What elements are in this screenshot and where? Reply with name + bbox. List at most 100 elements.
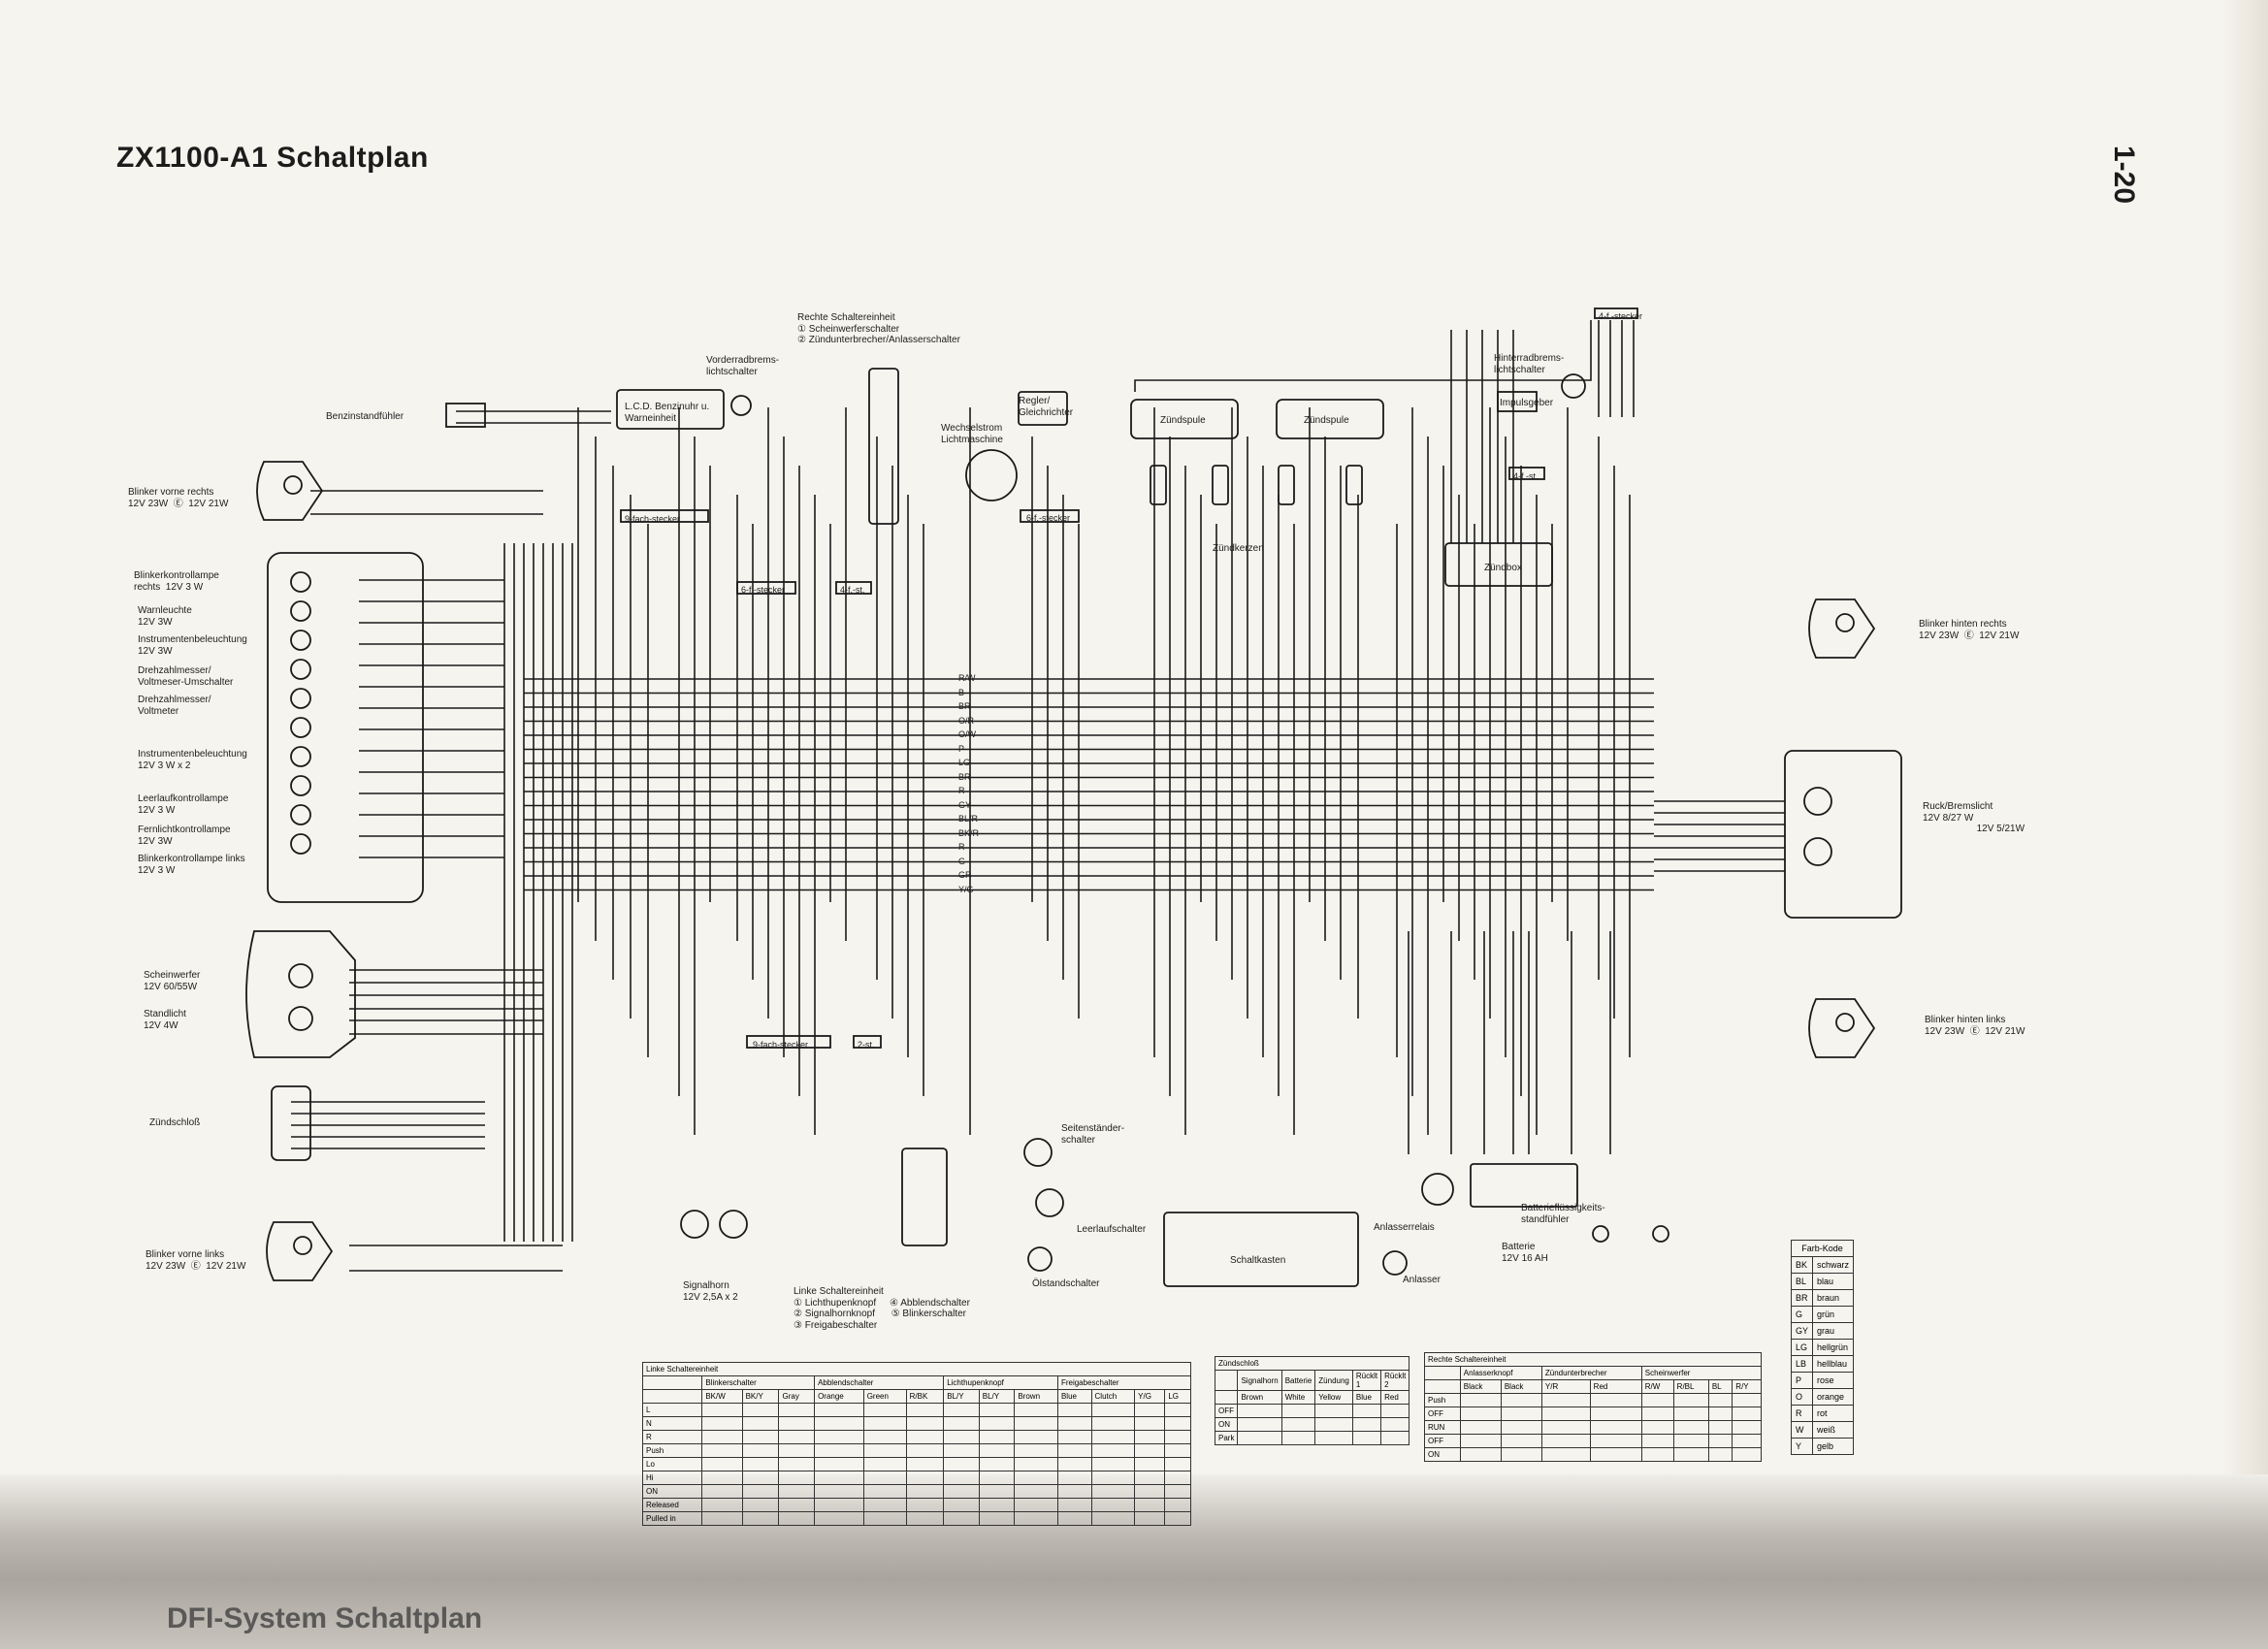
switch-column-label: LG bbox=[1164, 1389, 1191, 1404]
switch-column-label: Zündung bbox=[1314, 1370, 1353, 1391]
indicator-bulb bbox=[290, 571, 311, 593]
bus-wire-label: BR bbox=[958, 701, 971, 711]
switch-cell bbox=[1164, 1471, 1191, 1485]
switch-cell bbox=[1134, 1511, 1166, 1526]
battery-label: Batterie 12V 16 AH bbox=[1502, 1242, 1548, 1264]
switch-column-label: R/BL bbox=[1672, 1379, 1709, 1394]
headlight-bulb bbox=[288, 963, 313, 988]
switch-cell bbox=[1540, 1406, 1591, 1421]
switch-cell bbox=[943, 1484, 980, 1499]
switch-cell bbox=[1090, 1471, 1136, 1485]
left-switch-unit-label: Linke Schaltereinheit ① Lichthupenknopf … bbox=[794, 1286, 970, 1331]
bus-wire-label: B bbox=[958, 687, 965, 697]
instrument-light-label: Instrumentenbeleuchtung 12V 3W bbox=[138, 634, 247, 657]
front-left-turn-signal-bulb bbox=[293, 1236, 312, 1255]
bus-wire-label: O/W bbox=[958, 729, 976, 739]
switch-column-label: Blue bbox=[1056, 1389, 1092, 1404]
headlight-housing bbox=[245, 930, 356, 1058]
spark-plug-2 bbox=[1212, 465, 1229, 505]
switch-table-corner bbox=[1214, 1370, 1239, 1391]
front-brake-switch-label: Vorderradbrems- lichtschalter bbox=[706, 355, 780, 377]
switch-cell bbox=[1351, 1431, 1382, 1445]
bus-wire-label: GY bbox=[958, 799, 972, 810]
color-abbrev: P bbox=[1790, 1372, 1814, 1389]
switch-cell bbox=[1056, 1498, 1092, 1512]
switch-cell bbox=[1589, 1393, 1642, 1407]
switch-column-label: Brown bbox=[1014, 1389, 1058, 1404]
switch-cell bbox=[814, 1498, 864, 1512]
ignition-coil-2-label: Zündspule bbox=[1304, 415, 1349, 426]
switch-cell bbox=[701, 1443, 743, 1458]
switch-table-title: Rechte Schaltereinheit bbox=[1424, 1352, 1762, 1367]
switch-column-label: Red bbox=[1589, 1379, 1642, 1394]
switch-cell bbox=[1014, 1457, 1058, 1471]
connector-6pin-a bbox=[736, 581, 796, 595]
switch-cell bbox=[1134, 1457, 1166, 1471]
starter-relay bbox=[1421, 1173, 1454, 1206]
switch-cell bbox=[943, 1498, 980, 1512]
switch-cell bbox=[862, 1471, 907, 1485]
igniter-label: Zündbox bbox=[1484, 563, 1522, 573]
switch-column-label: Black bbox=[1500, 1379, 1542, 1394]
rear-left-turn-signal-bulb bbox=[1835, 1013, 1855, 1032]
switch-cell bbox=[862, 1430, 907, 1444]
color-abbrev: LG bbox=[1790, 1339, 1814, 1356]
front-left-turn-signal bbox=[266, 1221, 334, 1281]
switch-cell bbox=[978, 1430, 1016, 1444]
switch-cell bbox=[778, 1443, 816, 1458]
switch-cell bbox=[1090, 1498, 1136, 1512]
color-abbrev: BK bbox=[1790, 1256, 1814, 1274]
connector-6pin-b-label: 6-f.-stecker bbox=[1026, 513, 1071, 523]
switch-cell bbox=[778, 1457, 816, 1471]
switch-cell bbox=[1640, 1420, 1674, 1435]
switch-cell bbox=[1280, 1431, 1316, 1445]
switch-cell bbox=[1164, 1457, 1191, 1471]
switch-cell bbox=[1280, 1417, 1316, 1432]
switch-cell bbox=[1672, 1393, 1709, 1407]
switch-position-label: L bbox=[641, 1403, 703, 1417]
switch-cell bbox=[741, 1498, 780, 1512]
tacho-switch-label: Drehzahlmesser/ Voltmeser-Umschalter bbox=[138, 665, 234, 688]
color-abbrev: BR bbox=[1790, 1289, 1814, 1307]
turn-signal-front-right-label: Blinker vorne rechts 12V 23W Ⓔ 12V 21W bbox=[128, 487, 229, 509]
switch-cell bbox=[778, 1416, 816, 1431]
warning-lamp-label: Warnleuchte 12V 3W bbox=[138, 605, 192, 628]
switch-position-label: Pulled in bbox=[641, 1511, 703, 1526]
paper-sheet bbox=[0, 0, 2268, 1533]
switch-column-label: Rücklt 1 bbox=[1351, 1370, 1382, 1391]
switch-cell bbox=[1500, 1447, 1542, 1462]
switch-cell bbox=[1014, 1430, 1058, 1444]
switch-cell bbox=[1014, 1416, 1058, 1431]
switch-cell bbox=[1640, 1393, 1674, 1407]
switch-cell bbox=[1351, 1404, 1382, 1418]
switch-cell bbox=[1164, 1403, 1191, 1417]
switch-group-label: Lichthupenknopf bbox=[943, 1375, 1058, 1390]
switch-cell bbox=[701, 1484, 743, 1499]
connector-9pin-c-label: 9-fach-stecker bbox=[753, 1040, 809, 1050]
connector-2pin-label: 2-st. bbox=[858, 1040, 875, 1050]
ignition-switch-body bbox=[271, 1085, 311, 1161]
starter-motor-label: Anlasser bbox=[1403, 1275, 1441, 1285]
switch-cell bbox=[1164, 1498, 1191, 1512]
battery-level-sensor-label: Batterieflüssigkeits- standfühler bbox=[1521, 1203, 1605, 1225]
switch-cell bbox=[1589, 1420, 1642, 1435]
bus-wire-label: O/R bbox=[958, 715, 975, 726]
oil-level-switch bbox=[1027, 1246, 1053, 1272]
switch-cell bbox=[1732, 1447, 1762, 1462]
switch-cell bbox=[1056, 1457, 1092, 1471]
switch-cell bbox=[1056, 1416, 1092, 1431]
color-abbrev: BL bbox=[1790, 1273, 1814, 1290]
switch-cell bbox=[1014, 1443, 1058, 1458]
switch-cell bbox=[943, 1416, 980, 1431]
switch-cell bbox=[862, 1498, 907, 1512]
switch-cell bbox=[1314, 1431, 1353, 1445]
junction-box bbox=[1163, 1212, 1359, 1287]
rear-left-turn-signal bbox=[1808, 998, 1876, 1058]
horn-label: Signalhorn 12V 2,5A x 2 bbox=[683, 1280, 738, 1303]
color-name: orange bbox=[1812, 1388, 1855, 1406]
switch-cell bbox=[814, 1471, 864, 1485]
